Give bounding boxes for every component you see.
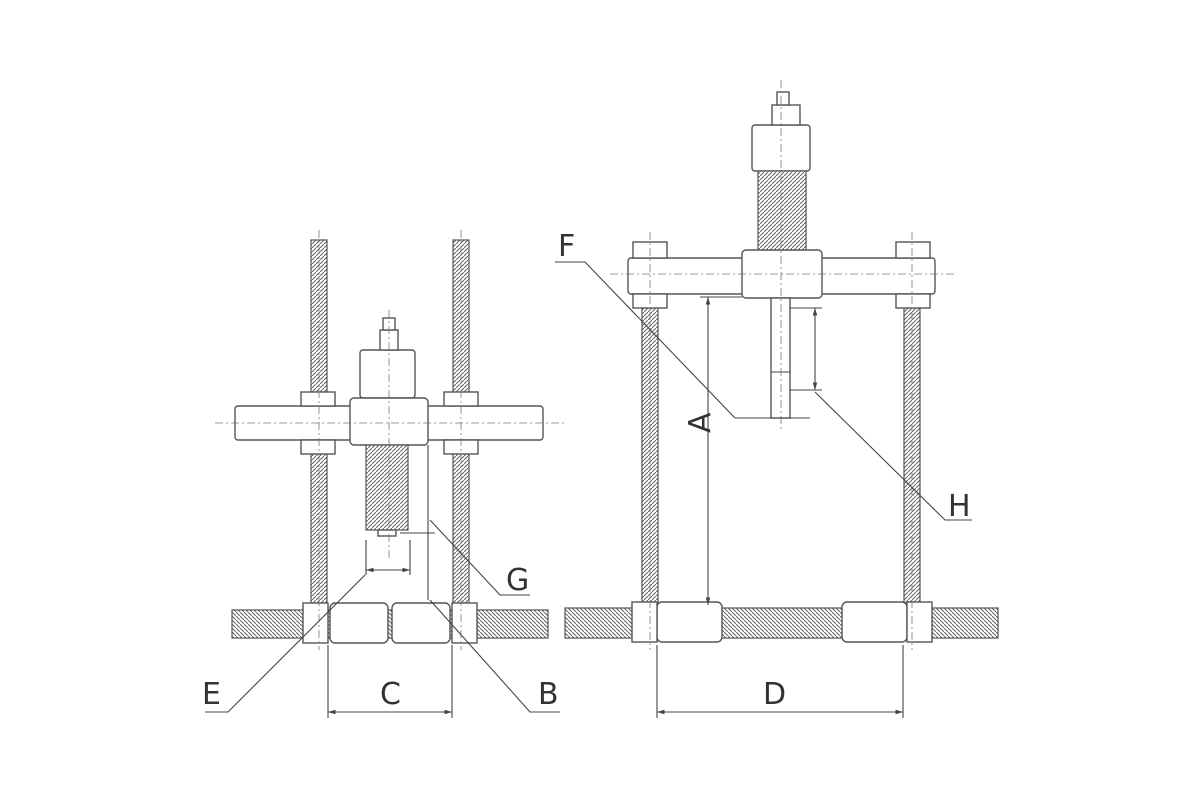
left-jaw-2: [391, 602, 451, 644]
right-top-cap: [776, 91, 790, 106]
label-g: G: [506, 563, 529, 598]
left-lower-nut-1: [300, 439, 336, 455]
left-screw: [365, 444, 409, 531]
right-top-nut-2: [895, 241, 931, 259]
label-c: C: [380, 677, 401, 712]
left-base-bar: [231, 609, 549, 639]
left-cylinder: [359, 349, 416, 399]
label-d: D: [763, 677, 786, 712]
left-bottom-nut-2: [451, 602, 478, 644]
label-f: F: [558, 229, 575, 264]
dimensions: [205, 261, 972, 718]
labels: A B C D E F G H: [202, 229, 971, 712]
label-h: H: [948, 489, 971, 524]
left-puller: [215, 230, 565, 650]
left-jaw-1: [329, 602, 389, 644]
right-top-nut: [771, 104, 801, 126]
right-shaft: [770, 297, 791, 419]
right-puller: [564, 80, 999, 650]
left-bottom-nut-1: [302, 602, 329, 644]
label-e: E: [202, 677, 221, 712]
right-base-bar: [564, 607, 999, 639]
right-bottom-nut-1: [631, 601, 658, 643]
right-bottom-nut-2: [906, 601, 933, 643]
left-top-nut-1: [300, 391, 336, 407]
right-lower-nut-2: [895, 293, 931, 309]
right-screw: [757, 170, 807, 252]
right-jaw-1: [656, 601, 723, 643]
label-b: B: [538, 677, 559, 712]
label-a: A: [683, 412, 718, 433]
left-hub: [349, 397, 429, 446]
left-screw-tip: [377, 529, 397, 537]
right-jaw-2: [841, 601, 908, 643]
